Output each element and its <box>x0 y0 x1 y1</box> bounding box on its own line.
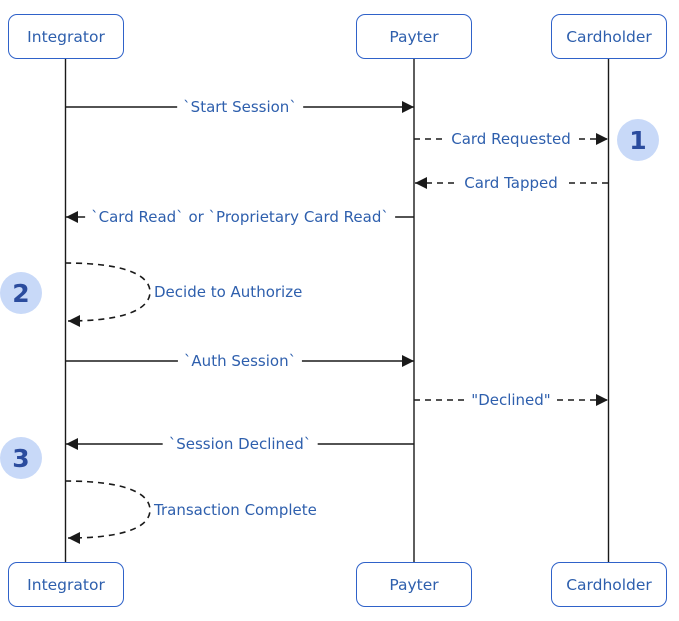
actor-payter-bottom: Payter <box>356 562 472 607</box>
actor-cardholder-bottom: Cardholder <box>551 562 667 607</box>
message-label-card-requested: Card Requested <box>445 129 577 149</box>
actor-label: Payter <box>389 27 439 46</box>
actor-cardholder-top: Cardholder <box>551 14 667 59</box>
message-label-decide-to-authorize: Decide to Authorize <box>152 282 305 302</box>
actor-payter-top: Payter <box>356 14 472 59</box>
step-badge-1: 1 <box>617 119 659 161</box>
message-label-session-declined: `Session Declined` <box>162 434 318 454</box>
actor-integrator-bottom: Integrator <box>8 562 124 607</box>
message-label-transaction-complete: Transaction Complete <box>152 500 319 520</box>
actor-integrator-top: Integrator <box>8 14 124 59</box>
actor-label: Integrator <box>27 575 105 594</box>
step-badge-3: 3 <box>0 437 42 479</box>
step-badge-2: 2 <box>0 272 42 314</box>
actor-label: Integrator <box>27 27 105 46</box>
message-label-card-tapped: Card Tapped <box>458 173 564 193</box>
message-label-auth-session: `Auth Session` <box>177 351 303 371</box>
actor-label: Cardholder <box>566 575 652 594</box>
message-label-declined: "Declined" <box>465 390 557 410</box>
message-label-card-read: `Card Read` or `Proprietary Card Read` <box>85 207 395 227</box>
message-label-start-session: `Start Session` <box>177 97 303 117</box>
actor-label: Cardholder <box>566 27 652 46</box>
actor-label: Payter <box>389 575 439 594</box>
loop-decide-authorize <box>64 262 151 327</box>
loop-transaction-complete <box>64 480 151 544</box>
